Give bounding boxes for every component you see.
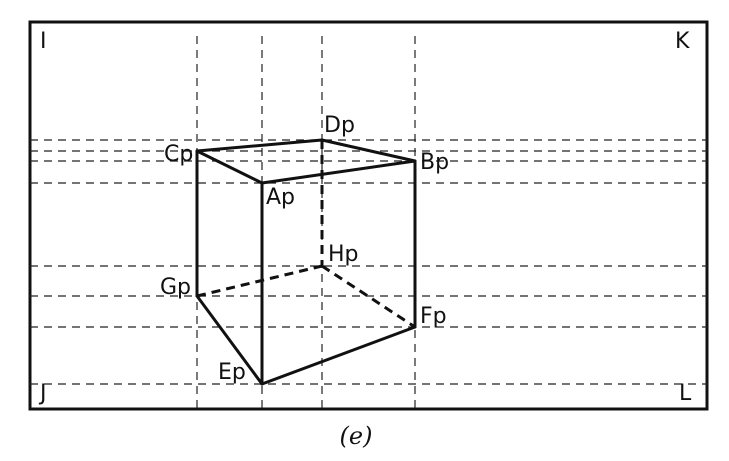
edge-cp-dp bbox=[195, 138, 324, 153]
vertex-label-bp: Bp bbox=[420, 150, 449, 175]
figure-caption: (e) bbox=[340, 422, 373, 450]
edge-ap-bp bbox=[260, 159, 417, 185]
corner-label-k: K bbox=[675, 29, 690, 54]
horizontal-guides bbox=[30, 139, 707, 385]
corner-label-i: I bbox=[40, 29, 47, 54]
picture-frame bbox=[28, 20, 709, 411]
vertex-label-dp: Dp bbox=[324, 113, 355, 138]
edge-ep-fp bbox=[260, 325, 417, 386]
vertex-label-hp: Hp bbox=[328, 242, 359, 267]
edge-gp-ep bbox=[195, 294, 264, 386]
vertex-label-ap: Ap bbox=[266, 185, 295, 210]
visible-cube-edges bbox=[195, 138, 417, 386]
vertex-label-cp: Cp bbox=[164, 142, 193, 167]
vertex-label-gp: Gp bbox=[160, 275, 191, 300]
edge-gp-hp bbox=[196, 264, 323, 298]
edge-dp-bp bbox=[320, 138, 417, 163]
vertex-label-ep: Ep bbox=[218, 360, 246, 385]
edge-cp-ap bbox=[195, 149, 264, 185]
corner-label-l: L bbox=[679, 381, 692, 406]
corner-label-j: J bbox=[38, 381, 47, 406]
vertex-label-fp: Fp bbox=[420, 304, 447, 329]
vertical-guides bbox=[196, 36, 416, 409]
hidden-cube-edges bbox=[196, 140, 416, 329]
edge-hp-fp bbox=[321, 264, 416, 329]
